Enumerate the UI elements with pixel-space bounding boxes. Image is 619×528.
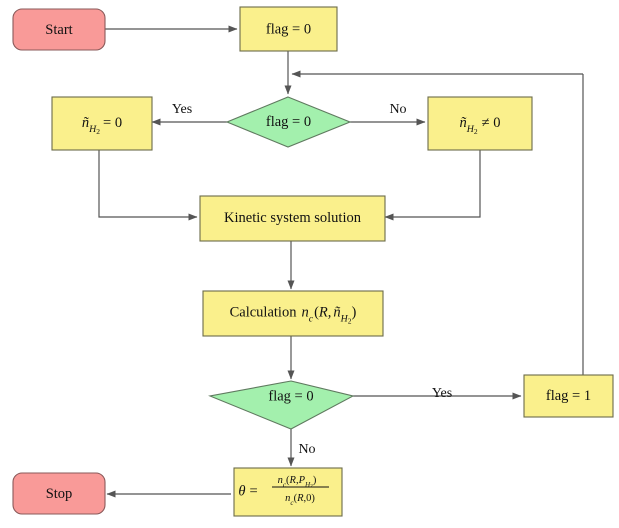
theta-num-c: c [283,481,287,489]
n-tilde-glyph: ñ [82,115,89,131]
node-decision-top[interactable]: flag = 0 [225,96,352,148]
theta-den-paren-open: ( [294,493,298,504]
calculation-shape [202,290,384,337]
n-nonzero-neq: ≠ 0 [482,115,501,131]
node-flag-init[interactable]: flag = 0 [239,6,338,52]
theta-num-comma: , [296,475,299,486]
flag-init-label: flag = 0 [266,21,311,37]
calculation-n-tilde: ñ [333,305,340,321]
theta-num-R: R [289,475,297,486]
n-tilde-glyph-2: ñ [460,115,467,131]
calculation-nc: n [301,305,308,321]
kinetic-shape [199,195,386,242]
theta-den-c: c [290,499,294,507]
n-nonzero-shape [427,96,533,151]
n-zero-eq: = 0 [103,115,122,131]
calculation-sub-2: 2 [348,317,352,326]
edge-label-layer: Yes No Yes No [172,102,452,457]
theta-equals: = [249,484,257,500]
theta-num-paren-close: ) [313,475,317,486]
decision-top-shape [225,96,352,148]
decision-top-label: flag = 0 [266,114,311,130]
theta-num-sub-h: H [304,481,311,489]
decision-bottom-shape [208,380,355,430]
node-decision-bottom[interactable]: flag = 0 [208,380,355,430]
theta-num-n: n [278,475,283,486]
edge-nzero-to-kinetic [98,150,198,221]
flag-set-shape [523,374,614,418]
start-label: Start [45,22,72,38]
theta-denominator: nc(R,0) [285,493,315,506]
theta-den-R: R [296,493,304,504]
calculation-sub-h: H [340,314,349,325]
edge-label-no-top: No [389,102,406,117]
decision-bottom-label: flag = 0 [268,388,313,404]
edge-label-yes-bottom: Yes [432,386,452,401]
calculation-nc-sub: c [309,314,314,325]
node-stop[interactable]: Stop [12,472,106,515]
theta-den-n: n [285,493,290,504]
node-flag-set[interactable]: flag = 1 [523,374,614,418]
flag-set-label: flag = 1 [546,388,591,404]
calculation-word: Calculation [230,305,298,321]
n-nonzero-sub-h: H [466,124,475,135]
n-zero-sub-h: H [88,124,97,135]
node-theta[interactable]: θ= nc(R,PH2) nc(R,0) [233,467,343,517]
theta-shape [233,467,343,517]
edge-nnonzero-to-kinetic [384,150,481,221]
node-start[interactable]: Start [12,8,106,51]
theta-glyph: θ [238,484,245,500]
flag-init-shape [239,6,338,52]
node-n-nonzero[interactable]: ñH2 ≠ 0 [427,96,533,151]
edge-label-no-bottom: No [298,442,315,457]
stop-shape [12,472,106,515]
calculation-paren-open: ( [314,305,319,321]
theta-den-paren-close: ) [311,493,315,504]
calculation-R: R [318,305,328,321]
node-n-zero[interactable]: ñH2= 0 [51,96,153,151]
n-zero-sub-2: 2 [96,127,100,136]
theta-den-comma: , [303,493,306,504]
start-shape [12,8,106,51]
theta-symbol: θ= [238,484,257,500]
theta-num-P: P [298,475,306,486]
node-kinetic[interactable]: Kinetic system solution [199,195,386,242]
stop-label: Stop [46,486,73,502]
calculation-paren-close: ) [352,305,357,321]
n-nonzero-sub-2: 2 [474,127,478,136]
edge-label-yes-top: Yes [172,102,192,117]
n-zero-shape [51,96,153,151]
n-nonzero-label: ñH2 ≠ 0 [460,115,501,136]
calculation-comma: , [328,305,332,321]
theta-den-zero: 0 [306,493,311,504]
n-zero-label: ñH2= 0 [82,115,122,136]
theta-num-paren-open: ( [286,475,290,486]
kinetic-label: Kinetic system solution [224,210,362,226]
